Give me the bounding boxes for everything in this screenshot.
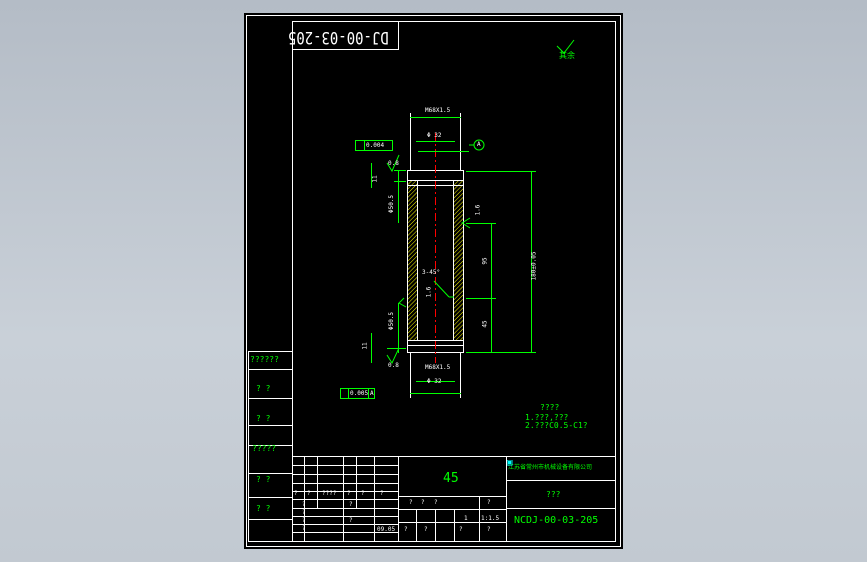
left-label-0: ?????? <box>250 355 279 364</box>
title-block-grid <box>292 456 616 542</box>
row-left-1: ? <box>302 509 306 516</box>
left-label-3: ????? <box>252 444 277 453</box>
header-cell-3: ? <box>347 490 351 497</box>
dim-bore-bottom: Φ 32 <box>427 378 442 385</box>
date: 09.05 <box>377 526 396 533</box>
wall-left <box>408 180 417 340</box>
header-cell-4: ? <box>361 490 365 497</box>
dim-small-2: 11 <box>361 342 369 350</box>
notes-line-1: 1.???,??? <box>525 413 569 422</box>
tol-flatness: 0.004 <box>366 142 385 149</box>
bottom-cell-2: ? <box>459 526 463 533</box>
tol-perpendicular: 0.005 <box>350 390 369 397</box>
dim-vertical-1: Φ50.5 <box>388 194 396 214</box>
stage-cell-1: ? <box>421 499 425 506</box>
company-name: 江苏省常州市机械设备有限公司 <box>508 464 593 471</box>
dim-len-low: 45 <box>481 320 489 328</box>
datum-circle-label: A <box>477 141 481 148</box>
company-logo-icon: ▣ <box>507 458 513 468</box>
dim-small-1: 11 <box>371 175 379 183</box>
dim-thread-top: M68X1.5 <box>425 107 451 114</box>
tol-datum: A <box>370 390 374 397</box>
outer-frame <box>246 15 621 547</box>
header-cell-5: ? <box>380 490 384 497</box>
header-cell-0: ? <box>294 490 298 497</box>
dim-len-mid: 95 <box>481 257 489 265</box>
left-label-2: ? ? <box>256 414 271 423</box>
engineering-drawing <box>246 15 621 547</box>
drawing-number: NCDJ-00-03-205 <box>514 515 599 526</box>
rough-side-2: 1.6 <box>425 286 433 298</box>
header-cell-1: ? <box>307 490 311 497</box>
bottom-cell-0: ? <box>404 526 408 533</box>
row-left-3: ? <box>302 525 306 532</box>
dim-bore-top: Φ 32 <box>427 132 442 139</box>
bottom-cell-1: ? <box>424 526 428 533</box>
wall-right <box>454 180 463 340</box>
dim-length-total: 180±0.05 <box>530 251 538 281</box>
dim-vertical-2: Φ50.5 <box>388 311 396 331</box>
row-left-4: ? <box>349 501 353 508</box>
row-left-0: ? <box>302 501 306 508</box>
drawing-code-box: DJ-00-03-205 <box>287 27 389 47</box>
dim-chamfer: 3-45° <box>422 269 441 276</box>
dim-thread-bottom: M68X1.5 <box>425 364 451 371</box>
rough-side-1: 1.6 <box>474 204 482 216</box>
row-left-2: ? <box>302 517 306 524</box>
drawing-sheet: DJ-00-03-205 其余 M68X1.5 Φ 32 M68X1.5 Φ 3… <box>244 13 623 549</box>
left-label-strip <box>248 351 293 542</box>
notes-title: ???? <box>540 403 560 412</box>
scale: 1:1.5 <box>481 515 500 522</box>
material: 45 <box>443 471 459 486</box>
count: 1 <box>464 515 468 522</box>
header-cell-2: ???? <box>322 490 337 497</box>
stage-cell-3: ? <box>487 499 491 506</box>
rough-bottom: 0.8 <box>388 362 399 369</box>
code-box <box>292 21 399 50</box>
part-name: ??? <box>546 490 561 499</box>
stage-cell-2: ? <box>434 499 438 506</box>
notes-line-2: 2.???C0.5-C1? <box>525 421 588 430</box>
surface-finish-note: 其余 <box>559 51 575 60</box>
left-label-1: ? ? <box>256 384 271 393</box>
left-label-5: ? ? <box>256 504 271 513</box>
rough-top: 0.8 <box>388 160 399 167</box>
bottom-cell-3: ? <box>487 526 491 533</box>
left-label-4: ? ? <box>256 475 271 484</box>
row-left-5: ? <box>349 517 353 524</box>
stage-cell-0: ? <box>409 499 413 506</box>
dimension-lines <box>340 39 575 399</box>
